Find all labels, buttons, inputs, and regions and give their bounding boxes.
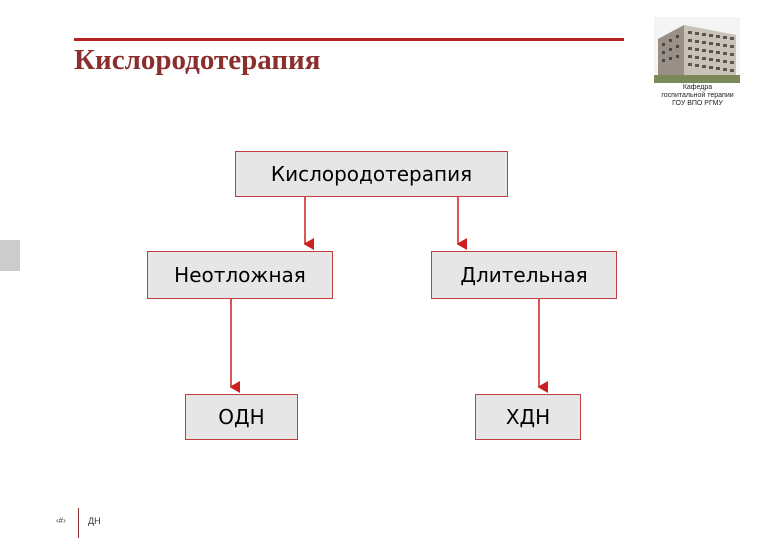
- node-urgent: Неотложная: [147, 251, 333, 299]
- slide-number: ‹#›: [56, 516, 66, 525]
- footer-divider: [78, 508, 79, 538]
- slide-title: Кислородотерапия: [74, 44, 321, 76]
- node-long-term: Длительная: [431, 251, 617, 299]
- footer-text: ДН: [88, 516, 101, 526]
- logo-caption-line: Кафедра: [682, 84, 713, 91]
- node-hdn: ХДН: [475, 394, 581, 440]
- logo-caption-line: ГОУ ВПО РГМУ: [672, 100, 723, 107]
- node-oxygen-therapy: Кислородотерапия: [235, 151, 508, 197]
- node-odn: ОДН: [185, 394, 298, 440]
- title-underline-rule: [74, 38, 624, 41]
- logo-caption: Кафедра госпитальной терапии ГОУ ВПО РГМ…: [640, 84, 755, 108]
- department-building-logo: [654, 17, 740, 83]
- side-tab: [0, 240, 20, 271]
- logo-caption-line: госпитальной терапии: [661, 92, 734, 99]
